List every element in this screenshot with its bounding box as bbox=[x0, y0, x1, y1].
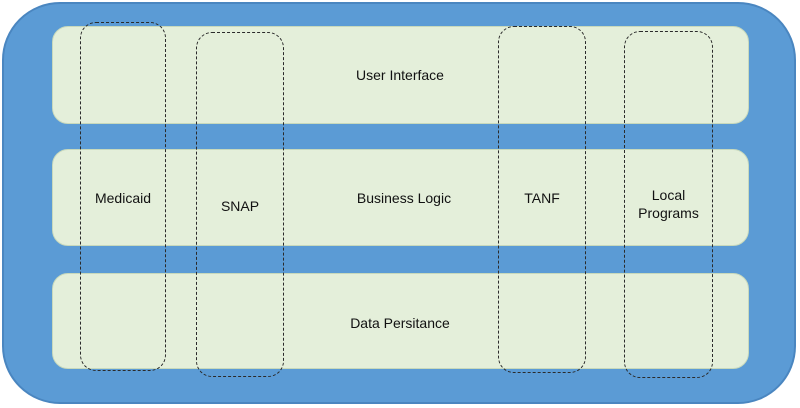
user-interface-label: User Interface bbox=[356, 67, 444, 83]
business-logic-layer bbox=[52, 149, 749, 246]
tanf-column bbox=[498, 26, 586, 373]
medicaid-column bbox=[80, 22, 166, 371]
tanf-label: TANF bbox=[524, 190, 560, 206]
local-programs-column bbox=[624, 31, 713, 378]
medicaid-label: Medicaid bbox=[94, 190, 152, 206]
local-programs-label: Local Programs bbox=[624, 186, 713, 222]
local-programs-line2: Programs bbox=[638, 205, 699, 221]
snap-column bbox=[196, 32, 284, 377]
local-programs-line1: Local bbox=[651, 187, 686, 203]
snap-label: SNAP bbox=[220, 198, 260, 214]
data-persistance-layer bbox=[52, 273, 749, 369]
business-logic-label: Business Logic bbox=[356, 190, 452, 206]
data-persistance-label: Data Persitance bbox=[350, 315, 450, 331]
